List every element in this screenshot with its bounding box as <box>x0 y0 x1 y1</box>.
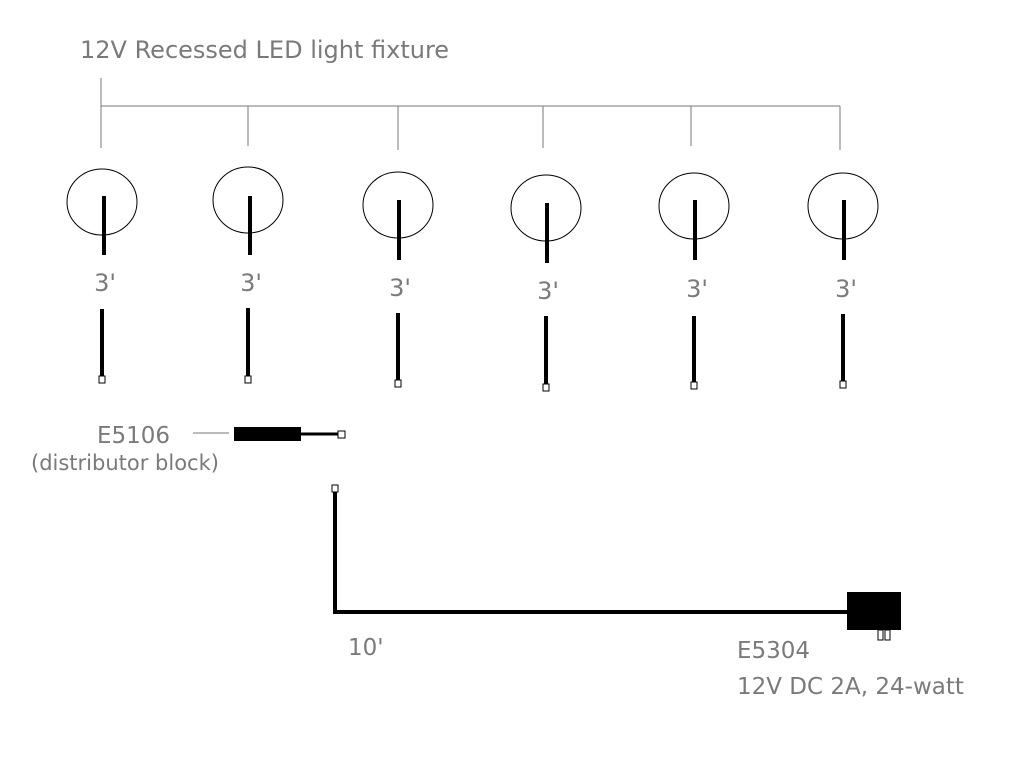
fixture-cable-length-label: 3' <box>686 275 708 303</box>
distributor-connector <box>337 430 346 439</box>
fixture-cable-length-label: 3' <box>389 274 411 302</box>
distributor-body <box>234 427 301 441</box>
title-bracket <box>100 78 841 150</box>
distributor-block <box>193 427 346 441</box>
cable-connector <box>98 375 106 384</box>
distributor-part-number: E5106 <box>97 423 171 449</box>
cable-connector <box>690 381 698 390</box>
cable-connector <box>244 375 252 384</box>
power-supply-part-number: E5304 <box>737 638 811 664</box>
cable-connector <box>839 380 847 389</box>
fixture-cable-length-label: 3' <box>94 269 116 297</box>
fixture-cable-length-label: 3' <box>537 277 559 305</box>
light-fixture <box>807 172 879 389</box>
light-fixture <box>658 172 730 390</box>
light-fixture <box>510 174 582 392</box>
cable-connector <box>542 383 550 392</box>
plug-prong <box>884 629 891 641</box>
cable-connector <box>394 379 402 388</box>
distributor-description: (distributor block) <box>31 451 219 475</box>
power-supply <box>847 592 901 641</box>
main-cable <box>331 484 850 614</box>
power-supply-body <box>847 592 901 630</box>
power-supply-spec: 12V DC 2A, 24-watt <box>737 674 964 700</box>
main-cable-connector <box>331 484 339 493</box>
fixture-cable-length-label: 3' <box>240 269 262 297</box>
light-fixture <box>362 171 434 388</box>
main-cable-wire <box>333 492 850 614</box>
diagram-title: 12V Recessed LED light fixture <box>80 36 450 64</box>
main-cable-length-label: 10' <box>348 635 384 661</box>
fixture-cable-length-label: 3' <box>835 275 857 303</box>
light-fixture <box>212 166 284 384</box>
plug-prong <box>877 629 884 641</box>
light-fixture <box>66 168 138 384</box>
